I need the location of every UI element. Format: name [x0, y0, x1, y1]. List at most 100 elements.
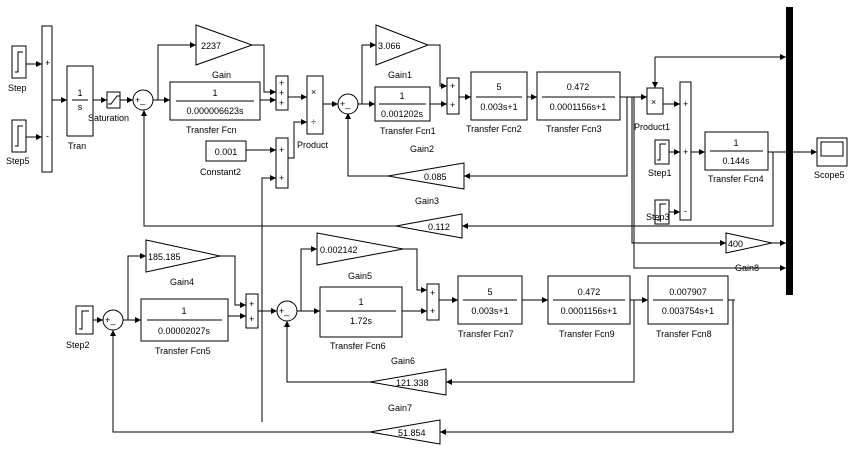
scope5-block[interactable]: Scope5	[814, 137, 848, 180]
gain-feedback-value: 0.112	[428, 222, 450, 232]
gain5-block[interactable]: 0.002142 Gain5	[316, 232, 404, 281]
gain7-label: Gain7	[388, 403, 412, 413]
transfer-fcn3-block[interactable]: 0.472 0.0001156s+1 Transfer Fcn3	[536, 71, 621, 134]
sum9-signs: +_	[279, 306, 290, 316]
tf3-numerator: 0.472	[567, 82, 590, 92]
saturation-block[interactable]: Saturation	[88, 91, 129, 123]
sum7-signs: +_	[105, 315, 116, 325]
sum9-circle[interactable]: +_	[276, 300, 298, 322]
transfer-fcn6-block[interactable]: 1 1.72s Transfer Fcn6	[319, 286, 403, 351]
step-label: Step	[8, 83, 27, 93]
constant2-value: 0.001	[215, 147, 238, 157]
gain-feedback-block[interactable]: 0.112	[395, 213, 463, 239]
gain1-block[interactable]: 3.066 Gain1	[375, 24, 430, 80]
transfer-fcn-block[interactable]: 1 0.000006623s Transfer Fcn	[169, 81, 261, 135]
tf5-numerator: 1	[181, 306, 186, 316]
sum4-signs: +_	[340, 99, 351, 109]
gain8-value: 400	[728, 239, 743, 249]
sum4-circle[interactable]: +_	[337, 93, 359, 115]
tf7-label: Transfer Fcn7	[458, 329, 514, 339]
gain-block[interactable]: 2237 Gain	[195, 24, 254, 80]
sum2-plus2: +	[279, 88, 284, 98]
mux-bar[interactable]	[786, 7, 793, 295]
gain4-value: 185.185	[148, 252, 181, 262]
transfer-fcn2-block[interactable]: 5 0.003s+1 Transfer Fcn2	[466, 71, 528, 134]
gain8-label: Gain8	[735, 263, 759, 273]
product1-block[interactable]: × Product1	[634, 87, 670, 132]
tf2-denominator: 0.003s+1	[480, 102, 517, 112]
gain7-value: 121.338	[396, 378, 429, 388]
gain7-block[interactable]: 121.338 Gain7	[369, 368, 447, 413]
tf5-denominator: 0.00002027s	[158, 326, 211, 336]
tran-numerator: 1	[77, 88, 82, 98]
sum3-plus1: +	[279, 145, 284, 155]
step-block[interactable]: Step	[8, 45, 27, 93]
step1-label: Step1	[648, 168, 672, 178]
gain3-label: Gain3	[415, 196, 439, 206]
tf4-numerator: 1	[733, 138, 738, 148]
step2-block[interactable]: Step2	[66, 305, 94, 350]
product-label: Product	[297, 140, 329, 150]
transfer-fcn1-block[interactable]: 1 0.001202s Transfer Fcn1	[374, 86, 436, 136]
step5-label: Step5	[6, 156, 30, 166]
sum3-block[interactable]: + +	[275, 137, 289, 189]
tf2-label: Transfer Fcn2	[466, 124, 522, 134]
gain-value: 2237	[201, 41, 221, 51]
product-multiply: ×	[311, 87, 316, 97]
sum10-block[interactable]: + +	[426, 283, 440, 321]
sum6-plus2: +	[683, 147, 688, 157]
sum6-minus: -	[684, 206, 687, 216]
sum8-block[interactable]: + +	[245, 293, 259, 329]
gain1-label: Gain1	[388, 70, 412, 80]
gain2-label: Gain2	[410, 144, 434, 154]
saturation-label: Saturation	[88, 113, 129, 123]
transfer-fcn7-block[interactable]: 5 0.003s+1 Transfer Fcn7	[457, 275, 523, 339]
sum7-circle[interactable]: +_	[102, 309, 124, 331]
wires-bottom	[93, 246, 735, 435]
scope5-label: Scope5	[814, 170, 845, 180]
step1-block[interactable]: Step1	[648, 139, 672, 178]
sum-input-minus: -	[46, 131, 49, 141]
tf9-numerator: 0.472	[578, 287, 601, 297]
tf1-numerator: 1	[399, 91, 404, 101]
constant2-block[interactable]: 0.001 Constant2	[200, 140, 247, 177]
tf7-numerator: 5	[487, 287, 492, 297]
tf1-denominator: 0.001202s	[381, 109, 424, 119]
tf6-label: Transfer Fcn6	[330, 341, 386, 351]
product-block[interactable]: × ÷ Product	[297, 75, 329, 150]
step5-block[interactable]: Step5	[6, 119, 30, 166]
gain8-block[interactable]: 400 Gain8	[725, 232, 773, 273]
transfer-fcn9-block[interactable]: 0.472 0.0001156s+1 Transfer Fcn9	[547, 275, 631, 339]
tran-label: Tran	[68, 141, 86, 151]
sum1-signs: +_	[135, 95, 146, 105]
step3-block[interactable]: Step3	[646, 199, 670, 225]
sum2-block[interactable]: + + +	[275, 75, 289, 111]
transfer-fcn5-block[interactable]: 1 0.00002027s Transfer Fcn5	[140, 298, 229, 356]
sum1-circle[interactable]: +_	[132, 89, 154, 111]
gain3-block[interactable]: 0.085 Gain3	[387, 162, 465, 206]
gain-feedback2-block[interactable]: 51.854	[369, 419, 441, 445]
tf8-denominator: 0.003754s+1	[662, 306, 714, 316]
gain4-label: Gain4	[170, 277, 194, 287]
transfer-fcn4-block[interactable]: 1 0.144s Transfer Fcn4	[704, 131, 769, 184]
transfer-fcn8-block[interactable]: 0.007907 0.003754s+1 Transfer Fcn8	[647, 275, 729, 339]
tf-label: Transfer Fcn	[186, 125, 237, 135]
tf2-numerator: 5	[496, 82, 501, 92]
sum5-block[interactable]: + +	[446, 77, 460, 115]
tran-block[interactable]: 1 s Tran	[66, 65, 94, 151]
tf8-numerator: 0.007907	[669, 287, 707, 297]
sum10-plus1: +	[430, 288, 435, 298]
tf9-denominator: 0.0001156s+1	[561, 306, 618, 316]
sum6-block[interactable]: + + -	[679, 81, 692, 221]
sum-input-plus: +	[45, 58, 50, 68]
product1-multiply: ×	[651, 97, 656, 107]
sum-input-block[interactable]: + -	[41, 25, 53, 173]
gain4-block[interactable]: 185.185 Gain4	[145, 239, 221, 287]
sum8-plus1: +	[249, 299, 254, 309]
tf3-denominator: 0.0001156s+1	[550, 102, 607, 112]
gain-feedback2-value: 51.854	[398, 428, 426, 438]
tf5-label: Transfer Fcn5	[155, 346, 211, 356]
tf3-label: Transfer Fcn3	[546, 124, 602, 134]
gain6-label: Gain6	[391, 356, 415, 366]
